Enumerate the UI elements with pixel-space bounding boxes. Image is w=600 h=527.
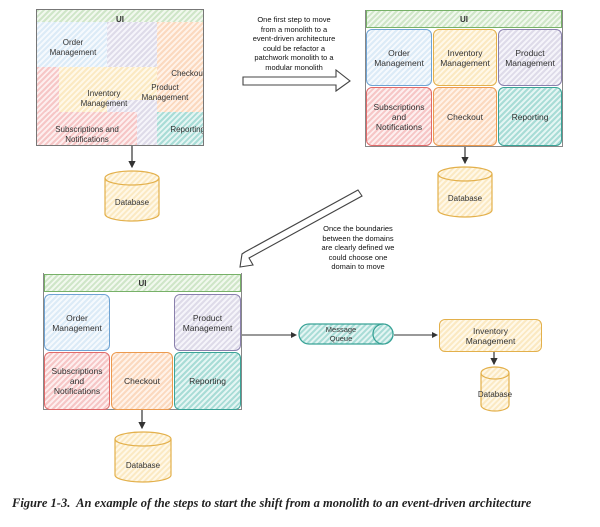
monolith-frame: UI Order Management Checkout Product Man… bbox=[36, 9, 204, 146]
database-label: Database bbox=[125, 461, 161, 470]
checkout-label: Checkout bbox=[124, 376, 160, 386]
database-label: Database bbox=[477, 390, 513, 399]
inventory-management-service-box: Inventory Management bbox=[439, 319, 542, 352]
database-cylinder-icon bbox=[480, 366, 510, 412]
inventory-management-label: Inventory Management bbox=[80, 89, 128, 108]
product-management-label: Product Management bbox=[141, 83, 189, 102]
database-cylinder-icon bbox=[114, 431, 172, 483]
figure-caption: Figure 1-3. An example of the steps to s… bbox=[12, 497, 592, 510]
database-1: Database bbox=[104, 170, 160, 222]
reporting-label: Reporting bbox=[511, 111, 549, 122]
order-management-box-3: Order Management bbox=[44, 294, 110, 351]
patch-blue bbox=[37, 22, 107, 67]
inventory-management-label: Inventory Management bbox=[465, 325, 516, 346]
reporting-label: Reporting bbox=[189, 376, 226, 386]
inventory-management-label: Inventory Management bbox=[440, 47, 490, 68]
ui-label: UI bbox=[116, 15, 124, 24]
ui-bar-2: UI bbox=[366, 10, 562, 28]
patch-purple bbox=[107, 22, 157, 67]
subscriptions-box-3: Subscriptions and Notifications bbox=[44, 352, 110, 410]
database-cylinder-icon bbox=[437, 166, 493, 218]
database-cylinder-icon bbox=[104, 170, 160, 222]
product-management-label: Product Management bbox=[505, 47, 555, 68]
note-step-two: Once the boundaries between the domains … bbox=[321, 224, 395, 271]
subscriptions-label: Subscriptions and Notifications bbox=[55, 125, 119, 144]
big-arrow-right-icon bbox=[242, 68, 351, 93]
product-management-box-2: Product Management bbox=[498, 29, 562, 86]
order-management-label: Order Management bbox=[374, 47, 424, 68]
subscriptions-box-2: Subscriptions and Notifications bbox=[366, 87, 432, 146]
message-queue-label: Message Queue bbox=[325, 325, 357, 343]
checkout-box-2: Checkout bbox=[433, 87, 497, 146]
database-label: Database bbox=[447, 194, 483, 203]
figure-label: Figure 1-3. bbox=[12, 496, 71, 510]
message-queue: Message Queue bbox=[298, 323, 394, 345]
database-label: Database bbox=[114, 198, 150, 207]
checkout-label: Checkout bbox=[171, 69, 204, 78]
reporting-box-3: Reporting bbox=[174, 352, 241, 410]
checkout-box-3: Checkout bbox=[111, 352, 173, 410]
patch-teal bbox=[157, 112, 203, 145]
note-step-one: One first step to move from a monolith t… bbox=[252, 15, 336, 72]
product-management-box-3: Product Management bbox=[174, 294, 241, 351]
ui-bar-3: UI bbox=[44, 274, 241, 292]
inventory-management-box-2: Inventory Management bbox=[433, 29, 497, 86]
message-queue-pipe-icon bbox=[298, 323, 394, 345]
patch-red bbox=[37, 112, 137, 145]
reporting-box-2: Reporting bbox=[498, 87, 562, 146]
inventory-database: Database bbox=[478, 366, 512, 412]
database-3: Database bbox=[114, 431, 172, 483]
subscriptions-label: Subscriptions and Notifications bbox=[51, 366, 103, 396]
order-management-label: Order Management bbox=[52, 312, 102, 333]
subscriptions-label: Subscriptions and Notifications bbox=[373, 101, 425, 132]
figure-text: An example of the steps to start the shi… bbox=[76, 496, 532, 510]
patch-orange bbox=[157, 22, 203, 112]
order-management-label: Order Management bbox=[49, 38, 97, 57]
database-2: Database bbox=[437, 166, 493, 218]
reporting-label: Reporting bbox=[170, 125, 204, 134]
order-management-box-2: Order Management bbox=[366, 29, 432, 86]
product-management-label: Product Management bbox=[182, 312, 233, 333]
checkout-label: Checkout bbox=[447, 111, 483, 122]
